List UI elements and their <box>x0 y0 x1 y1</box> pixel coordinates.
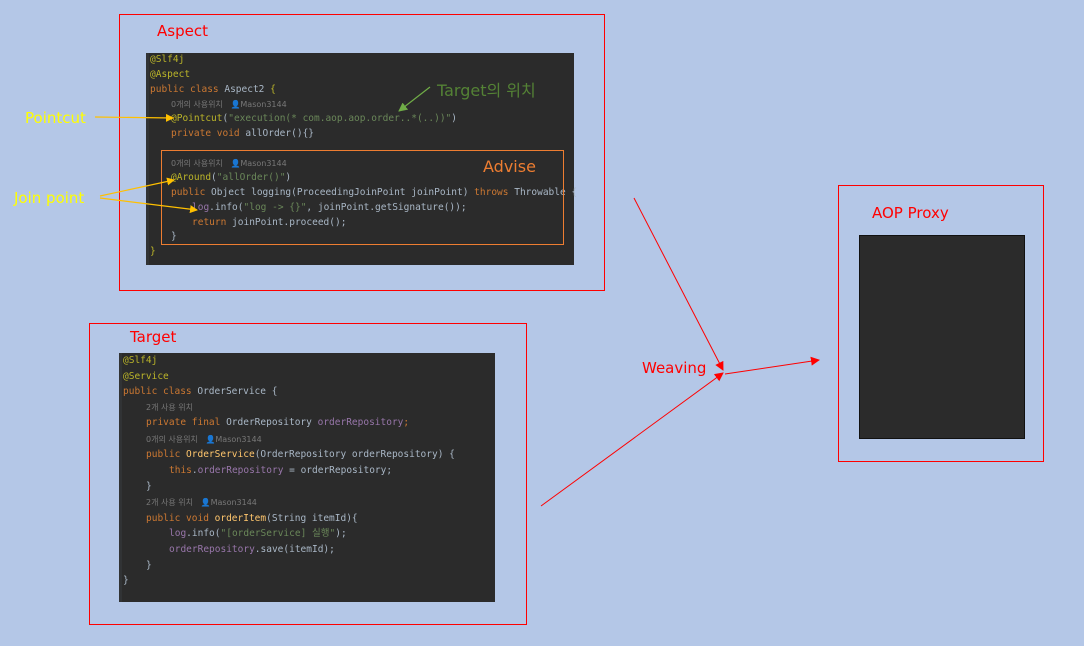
method-name: orderItem <box>214 513 267 524</box>
aspect-label: Aspect <box>157 22 208 40</box>
code-line: @Pointcut("execution(* com.aop.aop.order… <box>171 113 458 124</box>
code-line: public OrderService(OrderRepository orde… <box>146 449 455 460</box>
pointcut-arrow <box>94 113 174 122</box>
code-line: } <box>146 560 152 571</box>
weaving-label: Weaving <box>642 359 707 377</box>
aop-proxy-label: AOP Proxy <box>872 204 949 222</box>
annotation-slf4j: @Slf4j <box>150 54 185 65</box>
annotation-slf4j: @Slf4j <box>123 355 158 366</box>
weaving-arrow-from-aspect <box>633 197 724 371</box>
code-line: } <box>123 575 129 586</box>
user-icon: 👤 <box>230 159 241 168</box>
aop-proxy-frame <box>838 185 1044 462</box>
target-code-panel: @Slf4j @Service public class OrderServic… <box>119 353 495 602</box>
code-line: public class OrderService { <box>123 386 278 397</box>
code-line: @Service <box>123 370 169 384</box>
code-line: this.orderRepository = orderRepository; <box>169 465 393 476</box>
code-line: private void allOrder(){} <box>171 128 315 139</box>
author-name: Mason3144 <box>210 498 257 507</box>
class-name: OrderService { <box>197 386 278 397</box>
brace: { <box>270 84 276 95</box>
code-line: @Around("allOrder()") <box>171 172 292 183</box>
code-line: return joinPoint.proceed(); <box>192 217 347 228</box>
method-name: allOrder <box>245 128 292 139</box>
user-icon: 👤 <box>230 100 241 109</box>
keyword: private void <box>171 128 246 139</box>
keyword: public class <box>150 84 225 95</box>
code-line: public class Aspect2 { <box>150 83 276 97</box>
user-icon: 👤 <box>200 498 211 507</box>
advise-frame <box>161 150 564 245</box>
join-point-arrow-around <box>99 177 175 197</box>
author-name: Mason3144 <box>240 159 287 168</box>
author-name: Mason3144 <box>240 100 287 109</box>
author-name: Mason3144 <box>215 435 262 444</box>
code-line: public Object logging(ProceedingJoinPoin… <box>171 187 578 198</box>
usage-hint: 0개의 사용위치 👤Mason3144 <box>171 100 287 109</box>
code-line: log.info("[orderService] 실행"); <box>169 528 347 539</box>
annotation-service: @Service <box>123 371 169 382</box>
pointcut-label: Pointcut <box>25 109 86 127</box>
code-line: @Aspect <box>150 68 190 82</box>
method-name: logging <box>251 187 292 198</box>
target-label: Target <box>130 328 177 346</box>
annotation-pointcut: @Pointcut <box>171 113 223 124</box>
usage-hint: 0개의 사용위치 👤Mason3144 <box>171 159 287 168</box>
join-point-arrow-log <box>99 197 198 214</box>
advise-label: Advise <box>483 157 536 176</box>
join-point-label: Join point <box>14 189 85 207</box>
code-line: } <box>146 481 152 492</box>
pointcut-expression: "execution(* com.aop.aop.order..*(..))" <box>228 113 452 124</box>
usage-hint: 0개의 사용위치 👤Mason3144 <box>146 435 262 444</box>
weaving-arrow-to-proxy <box>724 356 820 375</box>
code-line: private final OrderRepository orderRepos… <box>146 417 410 428</box>
target-frame <box>89 323 527 625</box>
constructor-name: OrderService <box>186 449 255 460</box>
code-line: } <box>171 231 177 242</box>
code-line: @Slf4j <box>150 53 184 67</box>
aop-proxy-box <box>859 235 1025 439</box>
annotation-around: @Around <box>171 172 212 183</box>
user-icon: 👤 <box>205 435 216 444</box>
code-line: @Slf4j <box>123 354 157 368</box>
annotation-aspect: @Aspect <box>150 69 191 80</box>
code-line: orderRepository.save(itemId); <box>169 544 335 555</box>
usage-hint: 2개 사용 위치 👤Mason3144 <box>146 498 257 507</box>
target-location-label: Target의 위치 <box>437 81 536 100</box>
aspect-code-panel: @Slf4j @Aspect public class Aspect2 { 0개… <box>146 53 578 265</box>
code-gutter <box>119 353 122 602</box>
usage-hint: 2개 사용 위치 <box>146 403 193 412</box>
target-location-arrow <box>398 86 431 112</box>
code-gutter <box>146 53 149 265</box>
weaving-arrow-from-target <box>540 372 724 507</box>
code-line: public void orderItem(String itemId){ <box>146 513 358 524</box>
code-line: } <box>150 246 156 257</box>
class-name: Aspect2 <box>224 84 271 95</box>
code-line: log.info("log -> {}", joinPoint.getSigna… <box>192 202 467 213</box>
aspect-frame <box>119 14 605 291</box>
